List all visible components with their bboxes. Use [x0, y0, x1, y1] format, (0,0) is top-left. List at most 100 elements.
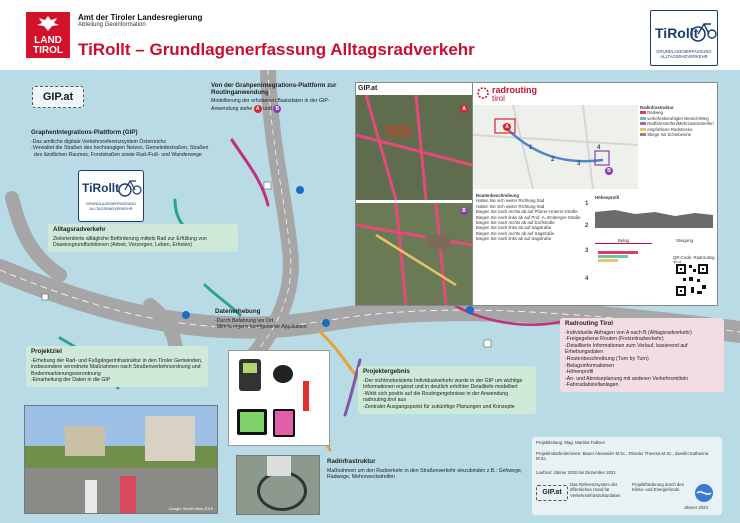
map-step-number: 2 [551, 157, 555, 163]
legend-item: verkehrsberuhigter Bereich/Weg [640, 116, 715, 121]
gip-logo: GIP.at [32, 86, 84, 108]
step-number: 4 [585, 276, 589, 282]
bike-lane-markers [41, 181, 492, 348]
projektziel-box: Projektziel -Erhebung der Rad- und Fußgä… [26, 346, 208, 387]
street-view-photo: Google Street View 2019 [24, 405, 218, 514]
project-period: Laufzeit: Jänner 2020 bis Dezember 2021 [536, 470, 616, 475]
map-step-number: 4 [597, 145, 601, 151]
projektziel-line: -Einarbeitung der Daten in die GIP [31, 377, 111, 384]
routing-info-text: Modellierung der erhobenen Basisdaten in… [211, 98, 330, 112]
routing-info-box: Von der Grahpenintegrations-Plattform zu… [206, 80, 346, 116]
gip-platform-line: -Verwaltet die Straßen des hochrangigen … [31, 145, 209, 152]
radrouting-app-panel: radrouting tirol A B 1 2 3 4 Radinfrastr… [472, 82, 718, 306]
routing-and: und [263, 105, 272, 112]
badge-b: B [273, 104, 282, 113]
route-map: A B 1 2 3 4 [473, 104, 639, 190]
gip-aerial-panel: GIP.at A B [355, 82, 473, 306]
photo-caption: Google Street View 2019 [168, 506, 213, 511]
road-network [0, 70, 740, 452]
route-step[interactable]: Biegen Sie nach links ab auf Prof.-A.-Em… [476, 214, 581, 220]
tirollt-logo-sub: GRUNDLAGENERFASSUNG ALLTAGSRADVERKEHR [656, 49, 712, 59]
routing-info-title: Von der Grahpenintegrations-Plattform zu… [211, 82, 337, 96]
legend-item: Radfahrstreifen/Mehrzweckstreifen [640, 121, 715, 126]
route-step[interactable]: Biegen Sie nach links ab auf Sagstraße [476, 225, 552, 231]
device-photo [228, 350, 330, 446]
projektergebnis-line: -Wirkt sich positiv auf die Routingergeb… [363, 390, 509, 404]
legend-item: Stiege mit Schiebeinne [640, 132, 715, 137]
qr-label: QR-Code: Radrouting Tirol [673, 255, 715, 266]
elevation-profile: Höhenprofil [595, 195, 713, 235]
footer-gip-logo: GIP.at [536, 485, 568, 501]
map-step-number: 3 [577, 161, 581, 167]
alltag-title: Alltagsradverkehr [53, 226, 106, 233]
route-step[interactable]: Biegen Sie nach rechts ab auf Sagstraße [476, 230, 555, 236]
aerial-badge-a: A [460, 105, 468, 113]
route-steps-title: Routenbeschreibung [476, 193, 519, 198]
route-step[interactable]: Halten Sie sich weiter Richtung Süd [476, 198, 545, 204]
aerial-badge-b: B [460, 207, 468, 215]
bicycle-icon [690, 23, 717, 42]
radrouting-line: -An- und Abreiseplanung mit anderen Verk… [565, 375, 689, 382]
route-step[interactable]: Biegen Sie nach links ab auf Sagstraße [476, 236, 552, 242]
radrouting-title: Radrouting Tirol [565, 320, 614, 327]
route-steps-list: Routenbeschreibung Halten Sie sich weite… [476, 193, 594, 242]
eagle-icon [37, 16, 59, 31]
elevation-graph [595, 210, 713, 229]
gip-platform-line: -Das amtliche digitale Verkehrsreferenzs… [31, 138, 166, 145]
footer-date: Jänner 2023 [684, 505, 708, 510]
radinfra-photo [236, 455, 320, 515]
tab-belag[interactable]: Belag [595, 238, 652, 245]
legend-panel: Radinfrastruktur Radweg verkehrsberuhigt… [640, 105, 715, 137]
footer-panel: Projektleitung: Mag. Martina Falkner Pro… [532, 437, 722, 515]
qr-code-icon [675, 263, 709, 297]
page-title: TiRollt – Grundlagenerfassung Alltagsrad… [78, 40, 475, 59]
route-step[interactable]: Halten Sie sich weiter Richtung Süd [476, 203, 545, 209]
radrouting-line: -Routenbeschreibung (Turn by Turn) [565, 355, 649, 362]
radrouting-line: -Höhenprofil [565, 369, 594, 376]
radrouting-line: -Individuelle Abfragen von A nach B (All… [565, 329, 692, 336]
tirollt-small-sub: GRUNDLAGENERFASSUNG ALLTAGSRADVERKEHR [85, 202, 137, 211]
project-staff: Projektmitarbeiterinnen: Bauer Alexander… [536, 451, 709, 462]
projektziel-title: Projektziel [31, 348, 62, 355]
radrouting-line: -Belagsinformationen [565, 362, 615, 369]
project-lead: Projektleitung: Mag. Martina Falkner [536, 440, 606, 445]
radinfra-title: Radinfrastruktur [327, 458, 376, 465]
gip-platform-line: des ländlichen Raumes, Forststraßen sowi… [31, 151, 202, 158]
step-number: 2 [585, 223, 589, 229]
projektergebnis-title: Projektergebnis [363, 368, 410, 375]
org-name: Amt der Tiroler Landesregierung [78, 13, 203, 22]
radrouting-line: -Detaillierte Informationen zum Verlauf,… [565, 342, 688, 356]
tab-steigung[interactable]: Steigung [676, 238, 693, 243]
header-bar [0, 0, 740, 70]
legend-item: Radweg [640, 110, 715, 115]
profile-title: Höhenprofil [595, 195, 620, 200]
legend-item: empfohlene Radstrecke [640, 127, 715, 132]
map-step-number: 1 [529, 145, 533, 151]
legend-title: Radinfrastruktur [640, 105, 674, 110]
surface-tabs: Belag Steigung [595, 238, 713, 245]
radrouting-line: -Fahrradabstellanlagen [565, 382, 619, 389]
route-step[interactable]: Biegen Sie nach rechts ab auf Dorfstraße [476, 220, 555, 226]
route-step[interactable]: Biegen Sie nach rechts ab auf Pfarrer-Un… [476, 209, 578, 215]
radinfra-text: Maßnahmen um den Radverkehr in den Straß… [327, 467, 523, 481]
step-number: 3 [585, 248, 589, 254]
tirollt-small-logo: TiRollt GRUNDLAGENERFASSUNG ALLTAGSRADVE… [78, 170, 144, 222]
klima-fonds-logo-icon [695, 484, 713, 502]
footer-gip-text: Das Referenzsystem der öffentlichen Hand… [570, 482, 621, 498]
step-number: 1 [585, 201, 589, 207]
projektergebnis-line: -Zentraler Ausgangspunkt für zukünftige … [363, 403, 515, 410]
bicycle-small-icon [118, 180, 142, 197]
radrouting-logo-sub: tirol [492, 94, 505, 103]
tirollt-logo: TiRollt GRUNDLAGENERFASSUNG ALLTAGSRADVE… [650, 10, 718, 66]
radrouting-line: -Freigegebene Routen (Freizeitradverkehr… [565, 336, 664, 343]
surface-bars [598, 250, 658, 266]
datenerhebung-line: -Durch Befahrung vor Ort [215, 317, 274, 324]
badge-a: A [253, 104, 262, 113]
projektergebnis-line: -Der nichtmotorisierte Individualverkehr… [363, 377, 523, 391]
datenerhebung-line: -Mittels eigens konfigurierter Applikati… [215, 324, 307, 331]
radrouting-logo-icon [477, 87, 489, 99]
alltag-text: Zielorientierte alltägliche Beförderung … [53, 235, 207, 249]
map-badge-b: B [605, 167, 613, 175]
map-badge-a: A [503, 123, 511, 131]
route-map-graphic [473, 104, 639, 190]
